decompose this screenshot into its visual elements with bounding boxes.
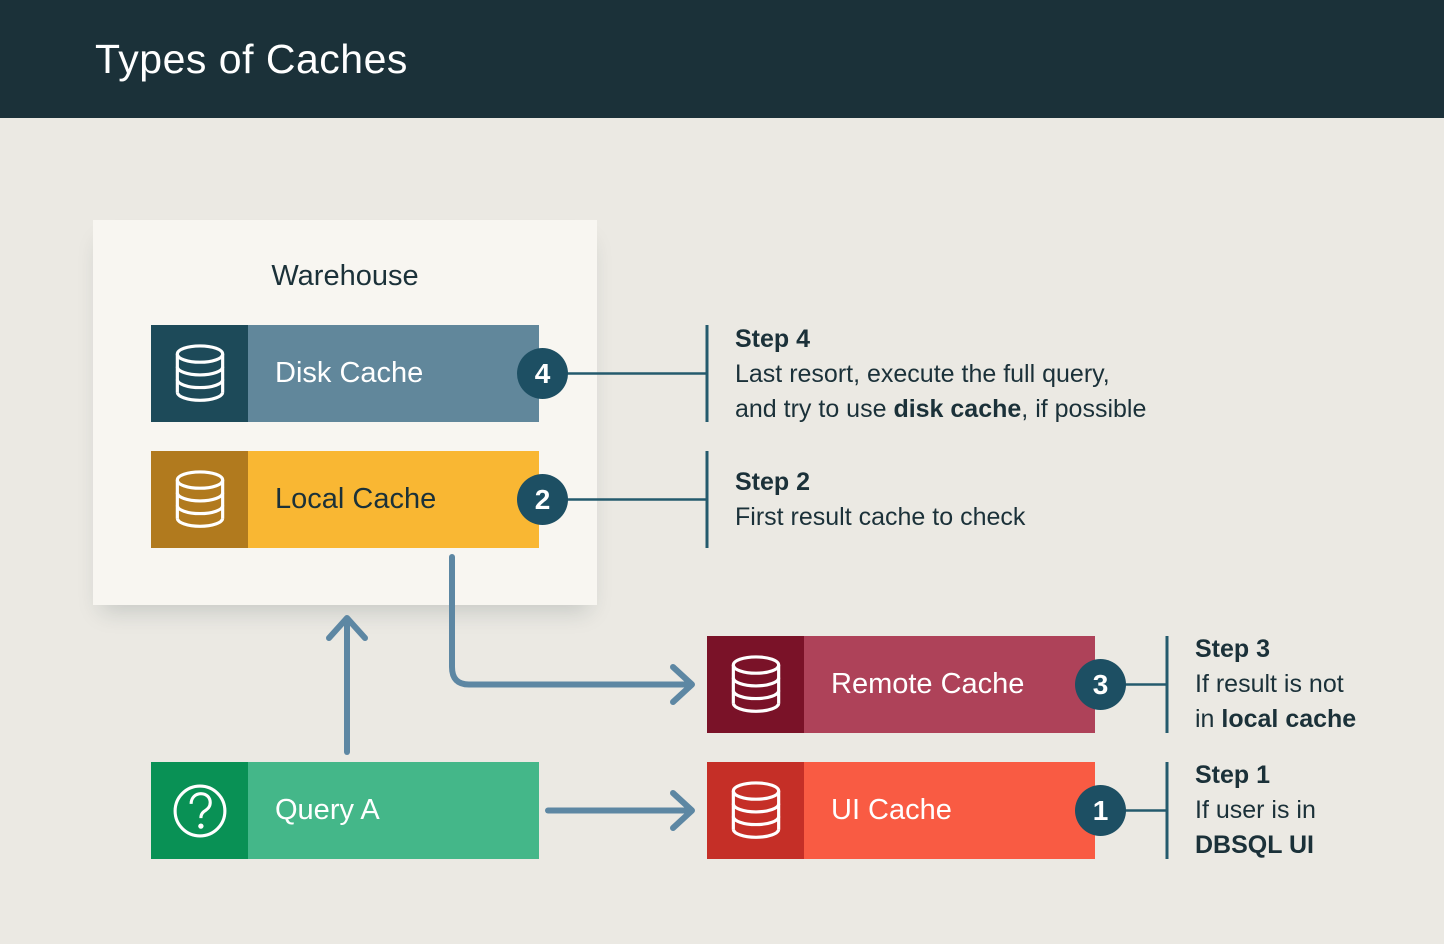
database-icon: [731, 654, 780, 713]
disk-cache-label: Disk Cache: [275, 357, 424, 389]
step-heading: Step 1: [1195, 761, 1271, 789]
database-icon: [175, 343, 224, 402]
remote-cache-label: Remote Cache: [831, 668, 1025, 700]
ui-cache-node: UI Cache: [707, 762, 1095, 859]
remote-cache-icon-block: [707, 636, 804, 733]
remote-cache-node: Remote Cache: [707, 636, 1095, 733]
ui-cache-label: UI Cache: [831, 794, 952, 826]
step-heading: Step 2: [735, 468, 811, 496]
ui-cache-bar: UI Cache: [804, 762, 1095, 859]
disk-cache-bar: Disk Cache: [248, 325, 539, 422]
query-a-icon-block: [151, 762, 248, 859]
step-badge-1: 1: [1075, 785, 1126, 836]
query-a-bar: Query A: [248, 762, 539, 859]
step-block-4: Step 4 Last resort, execute the full que…: [735, 322, 1146, 427]
step-heading: Step 4: [735, 325, 811, 353]
local-cache-label: Local Cache: [275, 483, 437, 515]
local-cache-icon-block: [151, 451, 248, 548]
step-line: DBSQL UI: [1195, 831, 1314, 859]
local-cache-bar: Local Cache: [248, 451, 539, 548]
question-mark-icon: [173, 784, 226, 837]
step-badge-2: 2: [517, 474, 568, 525]
query-a-node: Query A: [151, 762, 539, 859]
database-icon: [731, 780, 780, 839]
step-line: If user is in: [1195, 796, 1316, 824]
disk-cache-node: Disk Cache: [151, 325, 539, 422]
step-line: If result is not: [1195, 670, 1344, 698]
step-line: First result cache to check: [735, 503, 1026, 531]
step-heading: Step 3: [1195, 635, 1271, 663]
step-badge-3: 3: [1075, 659, 1126, 710]
step-badge-4: 4: [517, 348, 568, 399]
step-block-3: Step 3 If result is not in local cache: [1195, 632, 1356, 737]
local-cache-node: Local Cache: [151, 451, 539, 548]
query-a-label: Query A: [275, 794, 380, 826]
step-line: and try to use disk cache, if possible: [735, 395, 1147, 423]
step-block-1: Step 1 If user is in DBSQL UI: [1195, 758, 1316, 863]
arrow-query-to-warehouse: [326, 615, 368, 755]
disk-cache-icon-block: [151, 325, 248, 422]
step-block-2: Step 2 First result cache to check: [735, 465, 1025, 535]
ui-cache-icon-block: [707, 762, 804, 859]
remote-cache-bar: Remote Cache: [804, 636, 1095, 733]
database-icon: [175, 469, 224, 528]
warehouse-label: Warehouse: [271, 260, 419, 292]
header-bar: Types of Caches: [0, 0, 1444, 118]
step-line: Last resort, execute the full query,: [735, 360, 1110, 388]
page-title: Types of Caches: [95, 36, 408, 82]
step-line: in local cache: [1195, 705, 1357, 733]
arrow-query-to-ui: [545, 790, 695, 831]
